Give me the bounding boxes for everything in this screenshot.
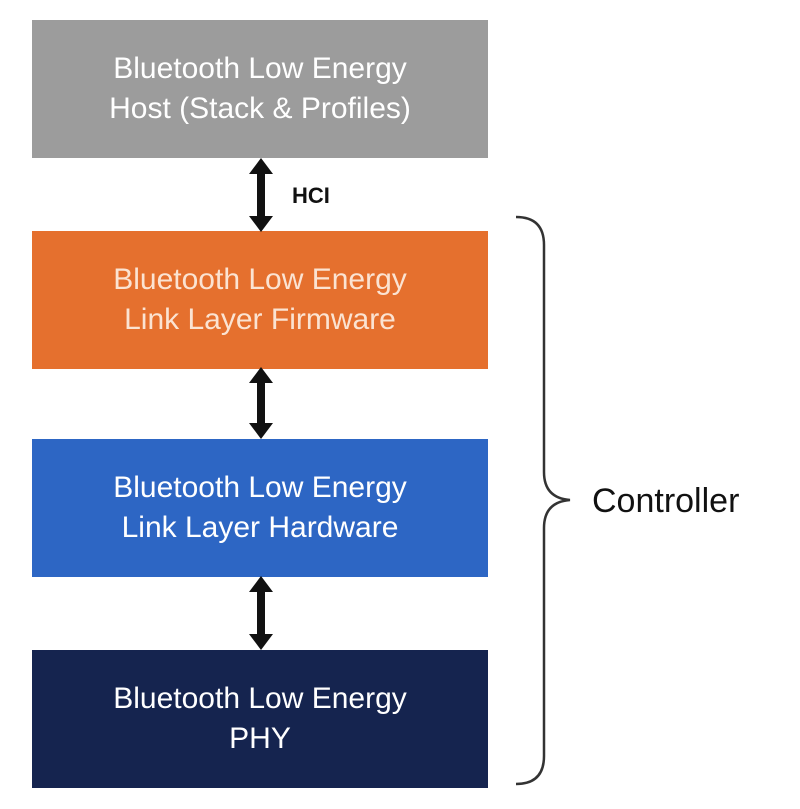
double-arrow-icon-fw-hw <box>249 367 273 439</box>
link-layer-hardware-box: Bluetooth Low Energy Link Layer Hardware <box>32 439 488 577</box>
double-arrow-icon-hci <box>249 158 273 232</box>
host-box-line-1: Bluetooth Low Energy <box>113 52 407 85</box>
hardware-box-line-1: Bluetooth Low Energy <box>113 471 407 504</box>
firmware-box-line-1: Bluetooth Low Energy <box>113 263 407 296</box>
link-layer-firmware-box: Bluetooth Low Energy Link Layer Firmware <box>32 231 488 369</box>
phy-box-line-2: PHY <box>229 722 291 755</box>
host-stack-box: Bluetooth Low Energy Host (Stack & Profi… <box>32 20 488 158</box>
host-box-line-2: Host (Stack & Profiles) <box>109 92 411 125</box>
controller-label: Controller <box>592 482 740 520</box>
firmware-box-line-2: Link Layer Firmware <box>124 303 396 336</box>
controller-brace-icon <box>515 215 571 786</box>
hardware-box-line-2: Link Layer Hardware <box>121 511 399 544</box>
hci-label: HCI <box>292 183 330 208</box>
double-arrow-icon-hw-phy <box>249 576 273 650</box>
phy-box: Bluetooth Low Energy PHY <box>32 650 488 788</box>
phy-box-line-1: Bluetooth Low Energy <box>113 682 407 715</box>
